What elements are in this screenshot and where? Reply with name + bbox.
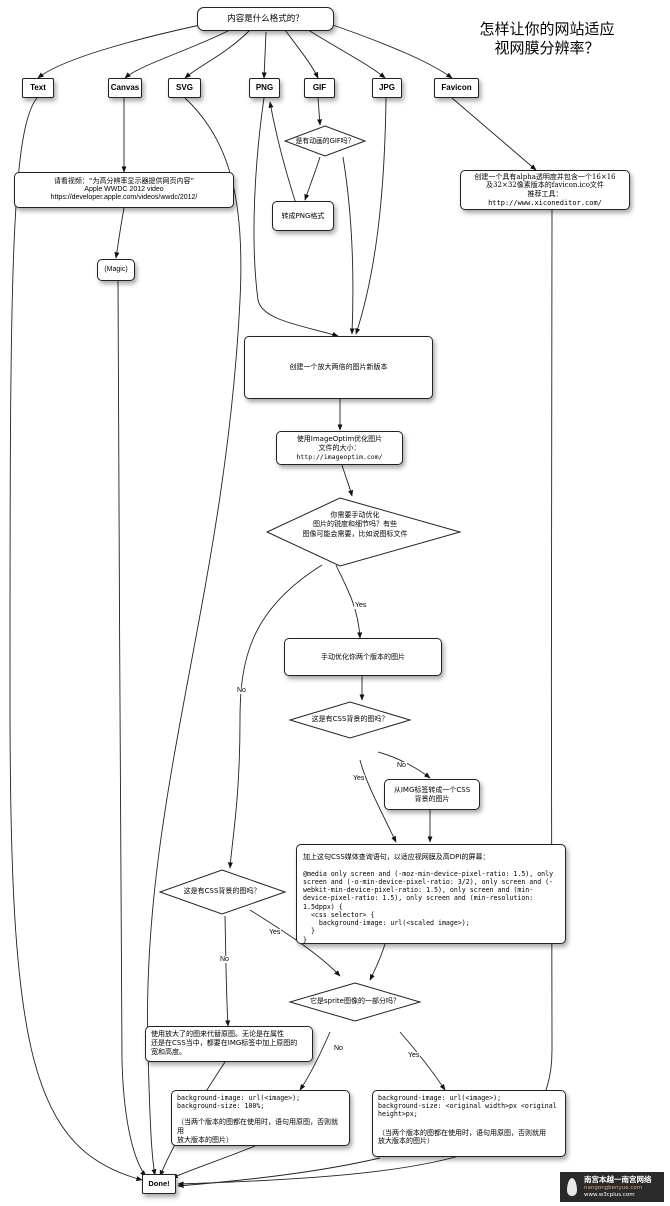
wwdc-video-url: https://developer.apple.com/videos/wwdc/… [50, 194, 198, 202]
wwdc-video-line-2: Apple WWDC 2012 video [84, 185, 164, 193]
favicon-line-1: 创建一个具有alpha透明度并包含一个16×16 [474, 172, 616, 181]
sprite-question: 它是sprite图像的一部分吗？ [310, 997, 400, 1006]
watermark: 南宫本越一南宫网络 nangongbenyue.com www.w3cplus.… [560, 1172, 664, 1202]
background-size-sprite-box: background-image: url(<image>); backgrou… [372, 1090, 566, 1157]
no-label-css-2: No [219, 956, 230, 963]
manual-optimize-box: 手动优化你两个版本的图片 [284, 638, 442, 676]
yes-label-sprite: Yes [407, 1052, 421, 1059]
format-favicon-node: Favicon [434, 78, 479, 98]
no-label-css-1: No [396, 762, 407, 769]
watermark-line-3: www.w3cplus.com [584, 1191, 635, 1198]
format-svg-node: SVG [168, 78, 201, 98]
imageoptim-line-2: 文件的大小： [318, 443, 361, 452]
yes-label-css-2: Yes [268, 929, 282, 936]
replace-with-scaled-box: 使用放大了的图来代替原图。无论是在属性 还是在CSS当中，都要在IMG标签中加上… [145, 1026, 313, 1062]
bg-size-code: background-image: url(<image>); backgrou… [177, 1094, 301, 1111]
format-gif-node: GIF [304, 78, 335, 98]
flame-logo-icon [564, 1176, 580, 1198]
bg-size-note: （当两个版本的图都在使用时，语句用原图，否则就用 放大版本的图片） [177, 1118, 338, 1144]
manual-question-line-2: 图片的锐度和细节吗？有些 [313, 520, 397, 529]
wwdc-video-box: 请看视频：“为高分辨率显示器提供网页内容” Apple WWDC 2012 vi… [14, 172, 234, 208]
page-title: 怎样让你的网站适应 视网膜分辨率？ [479, 20, 615, 57]
imageoptim-line-1: 使用ImageOptim优化图片 [296, 435, 383, 444]
yes-label-manual: Yes [354, 602, 368, 609]
wwdc-video-line-1: 请看视频：“为高分辨率显示器提供网页内容” [53, 176, 195, 185]
format-png-node: PNG [249, 78, 280, 98]
css-background-question-1: 这是有CSS背景的图吗？ [311, 715, 389, 724]
manual-optimize-question: 你需要手动优化 图片的锐度和细节吗？有些 图像可能会需要，比如说图标文件 [285, 504, 425, 546]
bg-sprite-note: （当两个版本的图都在使用时，语句用原图，否则就用 放大版本的图片） [378, 1128, 546, 1146]
watermark-line-2: nangongbenyue.com [584, 1184, 643, 1191]
favicon-tool-url: http://www.xiconeditor.com/ [488, 198, 602, 207]
double-size-version-box: 创建一个放大两倍的图片新版本 [244, 336, 433, 399]
media-query-box: 加上这句CSS媒体查询语句，以适应视网膜及高DPI的屏幕： @media onl… [296, 844, 566, 944]
root-question-box: 内容是什么格式的？ [197, 7, 334, 31]
format-jpg-node: JPG [372, 78, 402, 98]
background-size-100-box: background-image: url(<image>); backgrou… [171, 1090, 350, 1146]
css-background-question-2: 这是有CSS背景的图吗？ [183, 887, 261, 896]
media-query-code: @media only screen and (-moz-min-device-… [303, 869, 554, 944]
convert-to-png-box: 转成PNG格式 [272, 201, 334, 231]
imageoptim-url: http://imageoptim.com/ [296, 452, 383, 461]
format-canvas-node: Canvas [108, 78, 142, 98]
watermark-line-1: 南宫本越一南宫网络 [584, 1175, 652, 1185]
imageoptim-box: 使用ImageOptim优化图片 文件的大小： http://imageopti… [276, 431, 403, 465]
no-label-sprite: No [333, 1045, 344, 1052]
favicon-instructions-box: 创建一个具有alpha透明度并包含一个16×16 及32×32像素版本的favi… [460, 170, 630, 210]
yes-label-css-1: Yes [352, 775, 366, 782]
format-text-node: Text [22, 78, 54, 98]
favicon-line-2: 及32×32像素版本的favicon.ico文件 [486, 181, 604, 190]
media-query-heading: 加上这句CSS媒体查询语句，以适应视网膜及高DPI的屏幕： [303, 853, 490, 861]
bg-sprite-code: background-image: url(<image>); backgrou… [378, 1094, 557, 1119]
img-to-css-box: 从IMG标签转成一个CSS 背景的图片 [384, 779, 480, 810]
manual-question-line-3: 图像可能会需要，比如说图标文件 [302, 529, 408, 538]
manual-question-line-1: 你需要手动优化 [330, 511, 380, 520]
no-label-manual: No [236, 687, 247, 694]
magic-node: (Magic) [97, 259, 135, 281]
favicon-line-3: 推荐工具： [527, 190, 563, 198]
gif-animated-question: 是有动画的GIF吗？ [295, 136, 355, 145]
done-node: Done! [142, 1174, 176, 1194]
